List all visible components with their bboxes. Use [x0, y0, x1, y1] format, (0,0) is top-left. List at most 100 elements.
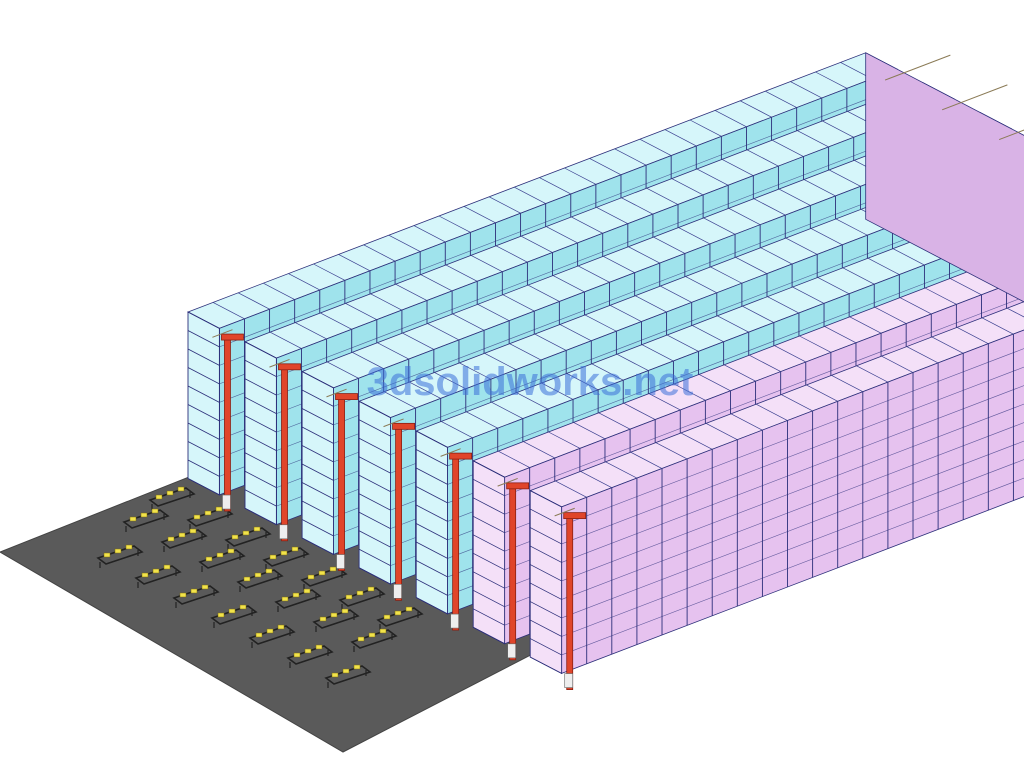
rack-top-beam: [564, 167, 597, 185]
rack-top-beam: [824, 326, 857, 344]
rack-end-beam: [358, 419, 391, 437]
rack-top-beam: [724, 364, 756, 382]
rack-top-beam: [523, 441, 555, 459]
rack-end-beam: [301, 519, 334, 537]
rack-end-beam: [187, 385, 220, 403]
rack-top-beam: [653, 236, 686, 254]
rack-end-beam: [473, 497, 505, 515]
rack-top-beam: [817, 277, 850, 295]
pallet-load: [205, 556, 213, 562]
rack-end-beam: [187, 367, 220, 385]
crane-cabinet: [279, 524, 288, 540]
rack-level-beam: [561, 459, 1024, 637]
pallet-load: [356, 590, 364, 596]
pallet-load: [239, 604, 247, 610]
rack-top-beam: [452, 313, 485, 331]
pallet-load: [193, 514, 201, 520]
rack-end-beam: [530, 527, 562, 545]
rack-end-beam: [187, 441, 220, 459]
rack-top-beam: [710, 266, 743, 284]
rack-top-beam: [269, 331, 302, 349]
rack-top-beam: [746, 149, 779, 167]
rack-top-beam: [1006, 307, 1024, 318]
conveyor-frame: [286, 645, 334, 665]
conveyor-unit: [122, 508, 170, 532]
rack-end-beam: [187, 478, 220, 496]
rack-end-beam: [473, 571, 505, 589]
rack-top-beam: [831, 375, 863, 393]
rack-level-beam: [561, 348, 1024, 526]
rack-top-beam: [377, 342, 409, 360]
pallet-load: [345, 594, 353, 600]
crane-top-carriage: [506, 482, 530, 490]
rack-end-beam: [301, 482, 334, 500]
pallet-load: [379, 628, 387, 634]
rack-top-beam: [548, 431, 581, 449]
rack-top-beam: [552, 275, 585, 293]
crane-mast: [338, 397, 345, 571]
rack-top-beam: [409, 381, 441, 399]
rack-end-beam: [244, 507, 277, 525]
rack-top-beam: [730, 413, 763, 431]
rack-end-beam: [301, 408, 334, 426]
rack-end-beam: [415, 560, 448, 578]
rack-top-beam: [463, 206, 496, 224]
rack-top-beam: [395, 283, 428, 301]
rack-row-pink: [529, 301, 1024, 675]
stacker-crane: [392, 422, 415, 601]
rack-top-beam: [956, 327, 989, 345]
pallet-load: [293, 652, 301, 658]
conveyor-frame: [148, 487, 196, 507]
rack-top-beam: [781, 394, 813, 412]
rack-top-beam: [295, 322, 327, 340]
rack-top-beam: [313, 263, 346, 281]
rack-end-beam: [187, 311, 220, 329]
pallet-load: [217, 612, 225, 618]
rack-top-beam: [924, 287, 957, 305]
rack-top-beam: [614, 148, 647, 166]
rack-end-beam: [301, 537, 334, 555]
rack-top-beam: [520, 235, 553, 253]
pallet-load: [114, 548, 122, 554]
rack-top-beam: [571, 216, 603, 234]
pallet-load: [319, 616, 327, 622]
rack-level-beam: [561, 366, 1024, 545]
crane-top-carriage: [221, 333, 244, 341]
rack-top-beam: [696, 168, 729, 186]
crane-mast: [395, 426, 402, 601]
stacker-crane: [563, 512, 587, 690]
crane-cabinet: [564, 673, 574, 688]
pallet-load: [277, 624, 285, 630]
rack-end: [358, 400, 391, 585]
rack-top-beam: [609, 304, 642, 322]
pallet-load: [304, 648, 312, 654]
rack-top-beam: [589, 158, 622, 176]
rack-top-beam: [692, 325, 724, 343]
crane-cabinet: [222, 494, 231, 510]
pallet-load: [292, 592, 300, 598]
rack-top-beam: [546, 226, 578, 244]
rack-top-beam: [489, 196, 521, 214]
conveyor-unit: [210, 604, 258, 628]
rack-top-beam: [438, 215, 471, 233]
rack-top-beam: [698, 374, 731, 392]
conveyor-unit: [274, 588, 322, 612]
rack-top-beam: [881, 355, 914, 373]
rack-end-beam: [530, 582, 562, 600]
rack-end: [187, 311, 220, 496]
conveyor-frame: [324, 665, 372, 685]
pallet-load: [405, 606, 413, 612]
pallet-load: [125, 544, 133, 550]
rack-top-beam: [714, 110, 747, 128]
pallet-load: [307, 574, 315, 580]
pallet-load: [318, 570, 326, 576]
rack-top-beam: [797, 130, 829, 148]
rack-level-beam: [561, 403, 1024, 582]
pallet-load: [265, 568, 273, 574]
rack-top-beam: [799, 335, 832, 353]
rack-top-beam: [441, 421, 473, 439]
rack-top-beam: [495, 245, 528, 263]
rack-top-beam: [949, 278, 982, 296]
rack-top-beam: [484, 352, 517, 370]
rack-top-beam: [384, 391, 416, 409]
